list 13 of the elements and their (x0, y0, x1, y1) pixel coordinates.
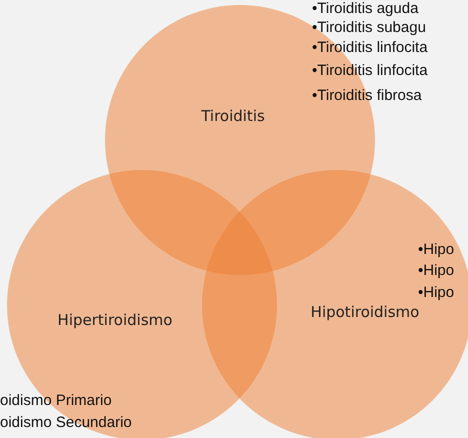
list-item: •Hipo (418, 262, 454, 280)
list-item: oidismo Primario (0, 392, 112, 410)
list-item: •Hipo (418, 284, 454, 302)
circle-label: Tiroiditis (201, 107, 265, 125)
list-item: oidismo Secundario (0, 414, 132, 432)
list-item: •Tiroiditis linfocita (312, 39, 428, 57)
list-item: •Tiroiditis subagu (312, 19, 426, 37)
list-item: •Tiroiditis fibrosa (312, 87, 422, 105)
list-item: •Tiroiditis linfocita (312, 62, 428, 80)
list-item: •Tiroiditis aguda (312, 0, 418, 18)
list-item: •Hipo (418, 241, 454, 259)
circle-label: Hipotiroidismo (310, 303, 420, 321)
circle-label: Hipertiroidismo (58, 311, 172, 329)
